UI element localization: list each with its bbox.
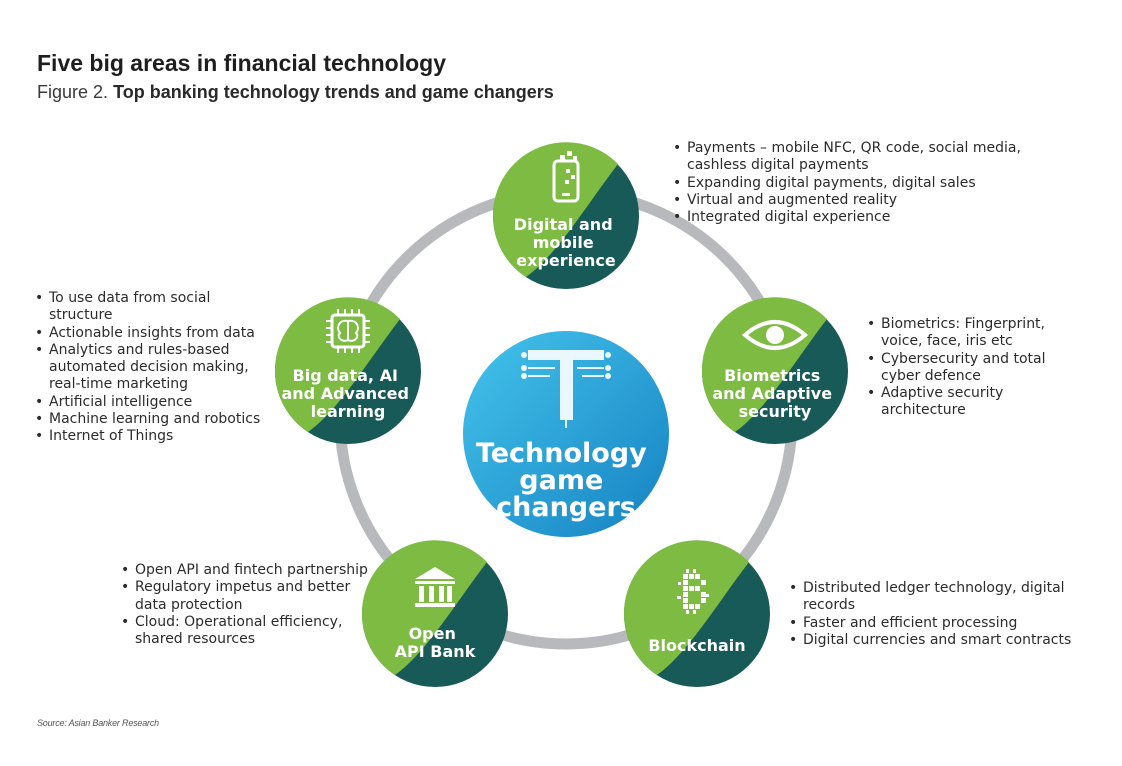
bullet-list-blockchain: Distributed ledger technology, digital r…	[788, 580, 1108, 649]
node-label-line: API Bank	[395, 642, 476, 661]
node-bigdata-ai: Big data, AI and Advanced learning	[274, 297, 421, 444]
figure-label: Figure 2.	[37, 82, 109, 102]
svg-text:Technology game: Technology game changers	[476, 438, 656, 523]
node-label-line: Blockchain	[648, 636, 745, 655]
bullet-list-digital: Payments – mobile NFC, QR code, social m…	[672, 140, 1052, 227]
list-item: Distributed ledger technology, digital r…	[788, 580, 1108, 615]
bullet-list-open-api: Open API and fintech partnership Regulat…	[120, 562, 370, 648]
node-label-line: Big data, AI	[293, 366, 398, 385]
list-item: Artificial intelligence	[34, 394, 274, 412]
figure-subtitle: Figure 2. Top banking technology trends …	[37, 82, 554, 103]
bullet-list-bigdata: To use data from social structure Action…	[34, 290, 274, 446]
brain-chip-icon	[326, 309, 370, 353]
svg-text:Open API Bank: Open API Bank	[395, 624, 476, 661]
list-item: Cloud: Operational efficiency, shared re…	[120, 614, 370, 649]
center-label-line: game	[519, 465, 603, 496]
node-blockchain: Blockchain	[623, 540, 770, 687]
source-note: Source: Asian Banker Research	[37, 718, 159, 728]
list-item: Regulatory impetus and better data prote…	[120, 579, 370, 614]
svg-text:Digital and mobile: Digital and mobile experience	[514, 215, 618, 270]
list-item: Expanding digital payments, digital sale…	[672, 175, 1052, 193]
list-item: Virtual and augmented reality	[672, 192, 1052, 210]
list-item: To use data from social structure	[34, 290, 274, 325]
list-item: Adaptive security architecture	[866, 385, 1086, 420]
svg-text:Big data, AI and Advan: Big data, AI and Advanced learning	[281, 366, 414, 421]
node-label-line: learning	[311, 402, 386, 421]
figure-caption: Top banking technology trends and game c…	[113, 82, 554, 102]
bank-building-icon	[415, 567, 455, 607]
list-item: Open API and fintech partnership	[120, 562, 370, 580]
center-node: Technology game changers	[463, 331, 669, 537]
list-item: Cybersecurity and total cyber defence	[866, 351, 1086, 386]
list-item: Faster and efficient processing	[788, 615, 1108, 633]
list-item: Machine learning and robotics	[34, 411, 274, 429]
bullet-list-biometrics: Biometrics: Fingerprint, voice, face, ir…	[866, 316, 1086, 420]
node-label-line: Open	[409, 624, 456, 643]
node-label-line: Biometrics	[724, 366, 820, 385]
svg-text:Blockchain: Blockchain	[648, 636, 745, 655]
bitcoin-pixel-icon	[677, 569, 709, 614]
list-item: Actionable insights from data	[34, 325, 274, 343]
list-item: Biometrics: Fingerprint, voice, face, ir…	[866, 316, 1086, 351]
t-letter-circuit-icon	[521, 350, 611, 428]
node-label-line: Digital and	[514, 215, 613, 234]
page-title: Five big areas in financial technology	[37, 50, 446, 76]
list-item: Integrated digital experience	[672, 209, 1052, 227]
node-digital-mobile: Digital and mobile experience	[492, 142, 639, 289]
center-label-line: Technology	[476, 438, 647, 469]
node-label-line: mobile	[533, 233, 594, 252]
eye-icon	[741, 320, 809, 350]
list-item: Analytics and rules-based automated deci…	[34, 342, 274, 394]
node-biometrics: Biometrics and Adaptive security	[701, 297, 848, 444]
svg-text:Biometrics and Adaptiv: Biometrics and Adaptive security	[712, 366, 837, 421]
list-item: Digital currencies and smart contracts	[788, 632, 1108, 650]
list-item: Payments – mobile NFC, QR code, social m…	[672, 140, 1052, 175]
node-label-line: and Advanced	[281, 384, 408, 403]
list-item: Internet of Things	[34, 428, 274, 446]
node-label-line: experience	[516, 251, 616, 270]
node-label-line: and Adaptive	[712, 384, 832, 403]
mobile-phone-icon	[552, 151, 580, 203]
node-label-line: security	[739, 402, 812, 421]
center-label-line: changers	[496, 492, 636, 523]
node-open-api: Open API Bank	[361, 540, 508, 687]
